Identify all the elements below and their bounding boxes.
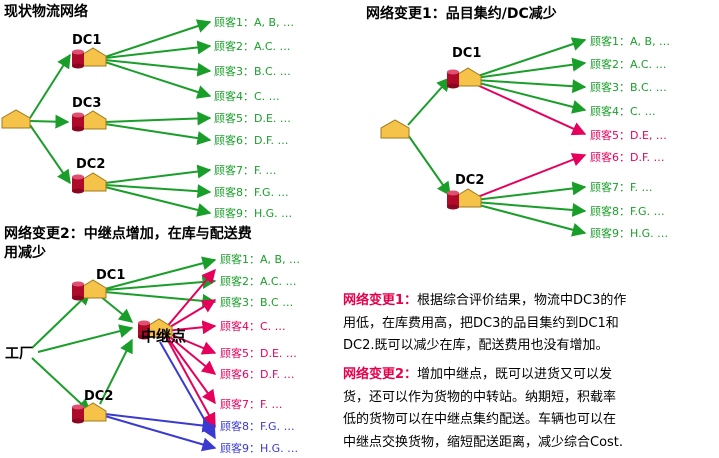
note-2-text: 增加中继点，既可以进货又可以发 <box>417 367 613 382</box>
customer-label: 顾客2：A.C. … <box>214 39 291 53</box>
customer-label: 顾客5：D.E, … <box>590 128 667 142</box>
dc2-icon <box>71 172 107 194</box>
customer-label: 顾客9：H.G. … <box>220 441 298 455</box>
note-1-text: 用低，在库费用高，把DC3的品目集约到DC1和 <box>343 315 619 331</box>
title-change-2-line2: 用减少 <box>4 245 46 261</box>
note-change-1: 网络变更1：根据综合评价结果，物流中DC3的作 用低，在库费用高，把DC3的品目… <box>343 290 711 358</box>
dc2-icon <box>446 188 482 210</box>
customer-label: 顾客1：A, B, … <box>220 252 300 266</box>
customer-label: 顾客6：D.F. … <box>220 367 295 381</box>
dc2-label: DC2 <box>455 173 484 188</box>
dc1-label: DC1 <box>452 46 481 61</box>
note-2-heading: 网络变更2： <box>343 367 418 382</box>
dc1-label: DC1 <box>72 33 101 48</box>
panel-change-2: DC1 DC2 中继点 工厂 顾客1：A, B, … 顾客2：A.C. … 顾客… <box>5 252 300 455</box>
factory-label: 工厂 <box>5 346 33 362</box>
note-2-text: 中继点交换货物，缩短配送距离，减少综合Cost. <box>343 434 624 450</box>
customer-label: 顾客5：D.E. … <box>214 111 291 125</box>
customer-label: 顾客6：D.F. … <box>214 133 289 147</box>
customer-label: 顾客5：D.E. … <box>220 346 297 360</box>
dc3-label: DC3 <box>72 96 101 111</box>
customer-label: 顾客8：F.G. … <box>590 204 665 218</box>
customer-label: 顾客4：C. … <box>214 89 280 103</box>
customer-label: 顾客9：H.G. … <box>214 206 292 220</box>
note-1-heading: 网络变更1： <box>343 293 418 308</box>
title-change-1: 网络变更1：品目集约/DC减少 <box>366 6 557 22</box>
hub-label: 中继点 <box>141 327 186 345</box>
panel-change-1: DC1 DC2 顾客1：A, B, … 顾客2：A.C. … 顾客3：B.C. … <box>380 34 670 240</box>
customer-label: 顾客1：A, B, … <box>214 15 294 29</box>
dc1-icon <box>71 47 107 69</box>
customer-label: 顾客7：F. … <box>590 180 653 194</box>
customer-label: 顾客8：F.G. … <box>220 419 295 433</box>
factory-icon <box>1 109 31 129</box>
note-change-2: 网络变更2：增加中继点，既可以进货又可以发 货，还可以作为货物的中转站。纳期短，… <box>343 364 711 454</box>
customer-label: 顾客7：F. … <box>214 163 277 177</box>
note-1-text: 根据综合评价结果，物流中DC3的作 <box>417 293 627 308</box>
note-2-text: 货，还可以作为货物的中转站。纳期短，积载率 <box>343 389 617 405</box>
customer-label: 顾客1：A, B, … <box>590 34 670 48</box>
dc3-icon <box>71 110 107 132</box>
note-2-text: 低的货物可以在中继点集约配送。车辆也可以在 <box>343 412 617 427</box>
title-current-network: 现状物流网络 <box>4 4 88 20</box>
customer-label: 顾客4：C. … <box>590 104 656 118</box>
customer-label: 顾客3：B.C. … <box>590 80 667 94</box>
title-change-2-line1: 网络变更2：中继点增加，在库与配送费 <box>4 226 252 242</box>
dc1-icon <box>71 279 107 301</box>
customer-label: 顾客7：F. … <box>220 397 283 411</box>
customer-label: 顾客6：D.F. … <box>590 150 665 164</box>
customer-label: 顾客4：C. … <box>220 319 286 333</box>
note-1-text: DC2.既可以减少在库，配送费用也没有增加。 <box>343 338 609 353</box>
dc1-icon <box>446 67 482 89</box>
customer-label: 顾客3：B.C … <box>220 295 293 309</box>
customer-label: 顾客2：A.C. … <box>220 274 297 288</box>
customer-label: 顾客2：A.C. … <box>590 57 667 71</box>
factory-icon <box>380 119 410 139</box>
dc2-icon <box>71 402 107 424</box>
dc2-label: DC2 <box>76 157 105 172</box>
customer-label: 顾客9：H.G. … <box>590 226 668 240</box>
dc2-label: DC2 <box>84 389 113 404</box>
dc1-label: DC1 <box>96 268 125 283</box>
panel-current-network: DC1 DC3 DC2 顾客1：A, B, … 顾客2：A.C. … 顾客3：B… <box>1 15 294 220</box>
customer-label: 顾客8：F.G. … <box>214 185 289 199</box>
customer-label: 顾客3：B.C. … <box>214 64 291 78</box>
